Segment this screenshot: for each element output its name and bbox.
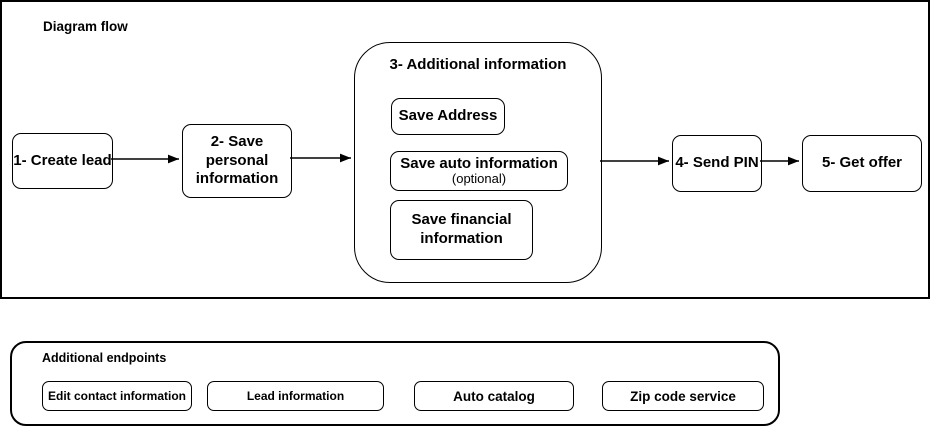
node-get-offer-label: 5- Get offer <box>821 154 902 172</box>
endpoint-lead-information: Lead information <box>207 381 384 411</box>
endpoint-auto-catalog: Auto catalog <box>414 381 574 411</box>
node-save-auto-information-label: Save auto information <box>400 154 558 172</box>
diagram-flow-title: Diagram flow <box>43 19 128 34</box>
group-additional-information-title: 3- Additional information <box>389 56 567 73</box>
node-save-auto-information-sublabel: (optional) <box>451 171 507 187</box>
node-save-address: Save Address <box>391 98 505 135</box>
endpoint-auto-catalog-label: Auto catalog <box>453 388 535 404</box>
node-get-offer: 5- Get offer <box>802 135 922 192</box>
additional-endpoints-title: Additional endpoints <box>42 351 167 365</box>
node-save-address-label: Save Address <box>398 107 498 125</box>
group-additional-information: 3- Additional information Save Address S… <box>354 42 602 283</box>
diagram-flow-container: Diagram flow 1- Create lead 2- Save pers… <box>0 0 930 299</box>
endpoint-zip-code-service-label: Zip code service <box>630 388 736 404</box>
node-save-personal-information-label: 2- Save personal information <box>195 132 279 188</box>
endpoint-zip-code-service: Zip code service <box>602 381 764 411</box>
node-create-lead-label: 1- Create lead <box>13 151 112 169</box>
endpoint-edit-contact-information-label: Edit contact information <box>48 389 186 403</box>
node-save-financial-information-label: Save financial information <box>411 211 512 247</box>
node-send-pin-label: 4- Send PIN <box>675 154 759 172</box>
node-send-pin: 4- Send PIN <box>672 135 762 192</box>
additional-endpoints-container: Additional endpoints Edit contact inform… <box>10 341 780 426</box>
node-save-financial-information: Save financial information <box>390 200 533 260</box>
node-create-lead: 1- Create lead <box>12 133 113 189</box>
node-save-auto-information: Save auto information (optional) <box>390 151 568 191</box>
endpoint-edit-contact-information: Edit contact information <box>42 381 192 411</box>
endpoint-lead-information-label: Lead information <box>246 389 345 403</box>
node-save-personal-information: 2- Save personal information <box>182 124 292 198</box>
